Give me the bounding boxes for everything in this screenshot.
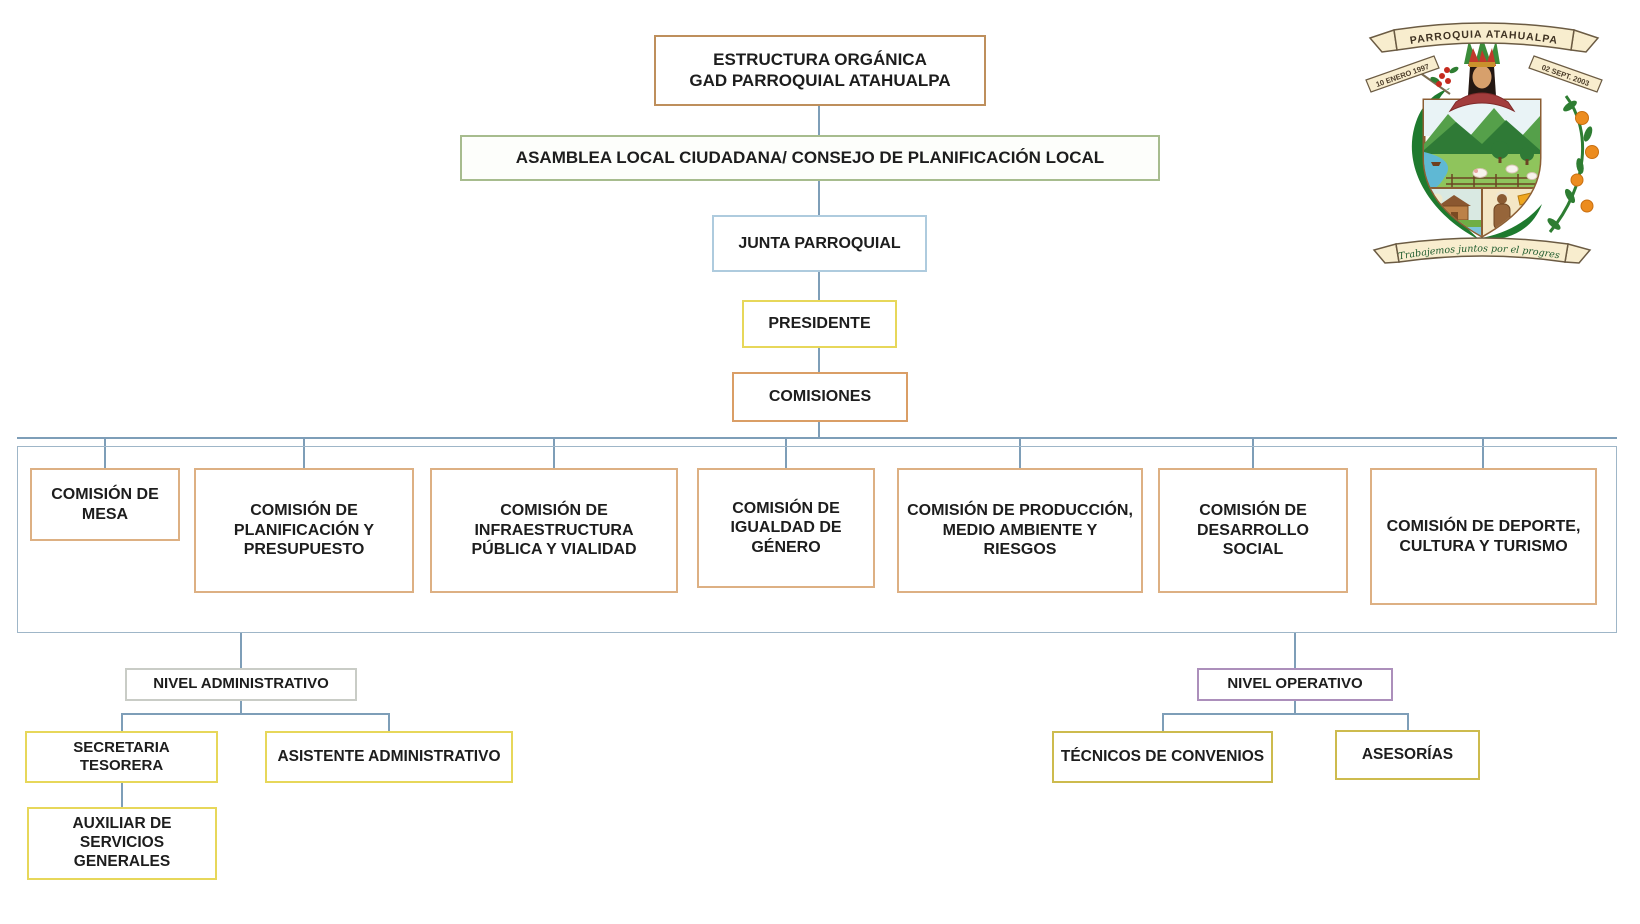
nivel-administrativo-box: NIVEL ADMINISTRATIVO <box>125 668 357 701</box>
connector-frame-operativo <box>1294 633 1296 668</box>
connector-junta-presidente <box>818 272 820 300</box>
commission-box-igualdad: COMISIÓN DE IGUALDAD DE GÉNERO <box>697 468 875 588</box>
coffee-berries-branch <box>1430 66 1459 87</box>
drop-commission-5 <box>1019 437 1021 468</box>
commission-label: COMISIÓN DE PLANIFICACIÓN Y PRESUPUESTO <box>233 502 375 559</box>
drop-tecnicos <box>1162 713 1164 731</box>
house-water <box>1424 227 1482 236</box>
drop-asistente <box>388 713 390 731</box>
figurine-body <box>1493 203 1511 231</box>
junta-label: JUNTA PARROQUIAL <box>738 234 901 252</box>
drop-commission-7 <box>1482 437 1484 468</box>
figurine-head <box>1497 194 1507 204</box>
asamblea-label: ASAMBLEA LOCAL CIUDADANA/ CONSEJO DE PLA… <box>515 147 1105 167</box>
shield-cow <box>1505 164 1519 174</box>
nivel-operativo-label: NIVEL OPERATIVO <box>1227 675 1363 693</box>
operativo-distribution-line <box>1162 713 1408 715</box>
connector-presidente-comisiones <box>818 348 820 372</box>
asesorias-label: ASESORÍAS <box>1361 745 1454 763</box>
drop-commission-2 <box>303 437 305 468</box>
connector-frame-admin <box>240 633 242 668</box>
commission-box-planificacion: COMISIÓN DE PLANIFICACIÓN Y PRESUPUESTO <box>194 468 414 593</box>
shield-tree <box>1520 147 1534 161</box>
shield <box>1422 98 1542 238</box>
title-line2: GAD PARROQUIAL ATAHUALPA <box>689 70 951 90</box>
shield-mountains-front <box>1424 120 1540 160</box>
figurine-cap <box>1496 191 1508 196</box>
commission-box-deporte: COMISIÓN DE DEPORTE, CULTURA Y TURISMO <box>1370 468 1597 605</box>
drop-commission-4 <box>785 437 787 468</box>
shield-tree <box>1491 141 1509 159</box>
junta-box: JUNTA PARROQUIAL <box>712 215 927 272</box>
shield-cow <box>1526 172 1538 180</box>
commission-box-mesa: COMISIÓN DE MESA <box>30 468 180 541</box>
asamblea-box: ASAMBLEA LOCAL CIUDADANA/ CONSEJO DE PLA… <box>460 135 1160 181</box>
parroquia-atahualpa-coat-of-arms: PARROQUIA ATAHUALPA 10 ENERO 1997 02 SEP… <box>1330 10 1603 264</box>
comisiones-box: COMISIONES <box>732 372 908 422</box>
tecnicos-convenios-box: TÉCNICOS DE CONVENIOS <box>1052 731 1273 783</box>
orange-branch <box>1547 95 1599 233</box>
logo-ribbon-left: 10 ENERO 1997 <box>1365 55 1440 93</box>
commission-label: COMISIÓN DE MESA <box>51 485 159 523</box>
secretaria-tesorera-box: SECRETARIA TESORERA <box>25 731 218 783</box>
asesorias-box: ASESORÍAS <box>1335 730 1480 780</box>
presidente-box: PRESIDENTE <box>742 300 897 348</box>
drop-secretaria <box>121 713 123 731</box>
drop-commission-6 <box>1252 437 1254 468</box>
connector-title-asamblea <box>818 106 820 135</box>
secretaria-label: SECRETARIA TESORERA <box>73 738 170 774</box>
auxiliar-label: AUXILIAR DE SERVICIOS GENERALES <box>72 815 172 870</box>
shield-river <box>1424 152 1449 191</box>
commissions-frame <box>17 446 1617 633</box>
logo-ribbon-right: 02 SEPT. 2003 <box>1528 55 1603 93</box>
commission-label: COMISIÓN DE DESARROLLO SOCIAL <box>1197 502 1309 559</box>
title-box: ESTRUCTURA ORGÁNICA GAD PARROQUIAL ATAHU… <box>654 35 986 106</box>
commission-label: COMISIÓN DE INFRAESTRUCTURA PÚBLICA Y VI… <box>471 502 637 559</box>
admin-distribution-line <box>121 713 389 715</box>
commission-label: COMISIÓN DE DEPORTE, CULTURA Y TURISMO <box>1386 517 1581 555</box>
connector-operativo-elbow <box>1294 701 1296 713</box>
nivel-operativo-box: NIVEL OPERATIVO <box>1197 668 1393 701</box>
title-line1: ESTRUCTURA ORGÁNICA <box>713 49 927 69</box>
drop-commission-3 <box>553 437 555 468</box>
asistente-administrativo-box: ASISTENTE ADMINISTRATIVO <box>265 731 513 783</box>
nivel-administrativo-label: NIVEL ADMINISTRATIVO <box>153 675 329 693</box>
connector-comisiones-frame <box>818 422 820 438</box>
connector-admin-elbow <box>240 701 242 713</box>
atahualpa-figure <box>1448 36 1516 113</box>
logo-top-banner: PARROQUIA ATAHUALPA <box>1368 22 1600 53</box>
commission-box-desarrollo: COMISIÓN DE DESARROLLO SOCIAL <box>1158 468 1348 593</box>
commissions-distribution-line <box>17 437 1617 439</box>
presidente-label: PRESIDENTE <box>768 315 871 333</box>
commission-label: COMISIÓN DE IGUALDAD DE GÉNERO <box>730 499 842 556</box>
tecnicos-label: TÉCNICOS DE CONVENIOS <box>1060 747 1265 765</box>
house-roof <box>1438 195 1471 206</box>
auxiliar-servicios-box: AUXILIAR DE SERVICIOS GENERALES <box>27 807 217 880</box>
comisiones-label: COMISIONES <box>768 388 872 406</box>
commission-label: COMISIÓN DE PRODUCCIÓN, MEDIO AMBIENTE Y… <box>907 502 1133 559</box>
asistente-label: ASISTENTE ADMINISTRATIVO <box>277 747 501 765</box>
drop-commission-1 <box>104 437 106 468</box>
shield-boat <box>1431 162 1441 166</box>
connector-secretaria-auxiliar <box>121 783 123 807</box>
connector-asamblea-junta <box>818 180 820 215</box>
drop-asesorias <box>1407 713 1409 730</box>
commission-box-infraestructura: COMISIÓN DE INFRAESTRUCTURA PÚBLICA Y VI… <box>430 468 678 593</box>
commission-box-produccion: COMISIÓN DE PRODUCCIÓN, MEDIO AMBIENTE Y… <box>897 468 1143 593</box>
